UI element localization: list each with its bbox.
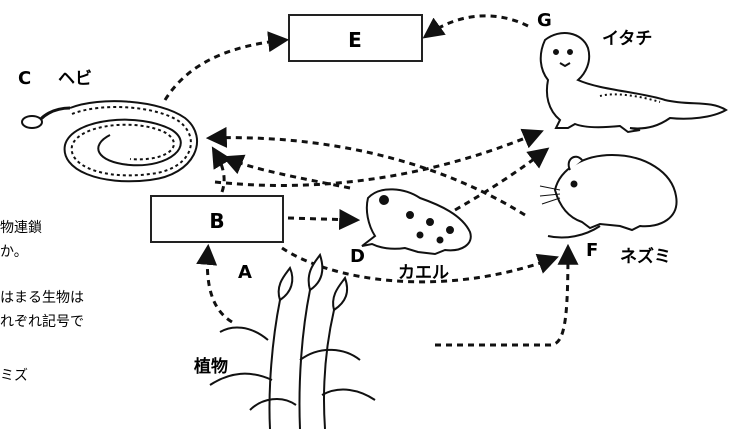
arrow-d-to-c (226, 158, 350, 188)
label-mouse-name: ネズミ (620, 246, 671, 267)
side-text-5: ミズ (0, 368, 28, 384)
plant-icon (210, 255, 375, 429)
arrows (165, 16, 568, 345)
arrow-b-to-c (214, 150, 224, 192)
arrow-g-to-e (426, 16, 528, 36)
side-text-1: 物連鎖 (0, 220, 42, 236)
label-d: D (350, 246, 365, 267)
label-c: C (18, 68, 31, 89)
arrow-plant-to-f (435, 248, 568, 345)
frog-icon (362, 189, 471, 254)
label-g: G (537, 10, 552, 31)
label-a: A (238, 262, 252, 283)
side-text-3: はまる生物は (0, 290, 84, 306)
box-e-label: E (348, 28, 362, 52)
side-text-2: か。 (0, 244, 28, 260)
label-snake-name: ヘビ (58, 69, 92, 89)
side-text-4: れぞれ記号で (0, 313, 84, 330)
mouse-icon (540, 155, 677, 238)
snake-icon (22, 101, 197, 181)
box-b: B (151, 196, 283, 242)
box-b-label: B (209, 209, 224, 233)
arrow-b-to-d (288, 218, 356, 220)
label-f: F (586, 240, 598, 261)
arrow-c-to-e (165, 40, 285, 100)
label-weasel-name: イタチ (602, 29, 652, 49)
arrow-c-to-g (215, 132, 540, 185)
box-e: E (289, 15, 422, 61)
label-frog-name: カエル (398, 263, 449, 283)
label-plant-name: 植物 (194, 356, 228, 377)
arrow-plant-to-b (207, 248, 232, 322)
